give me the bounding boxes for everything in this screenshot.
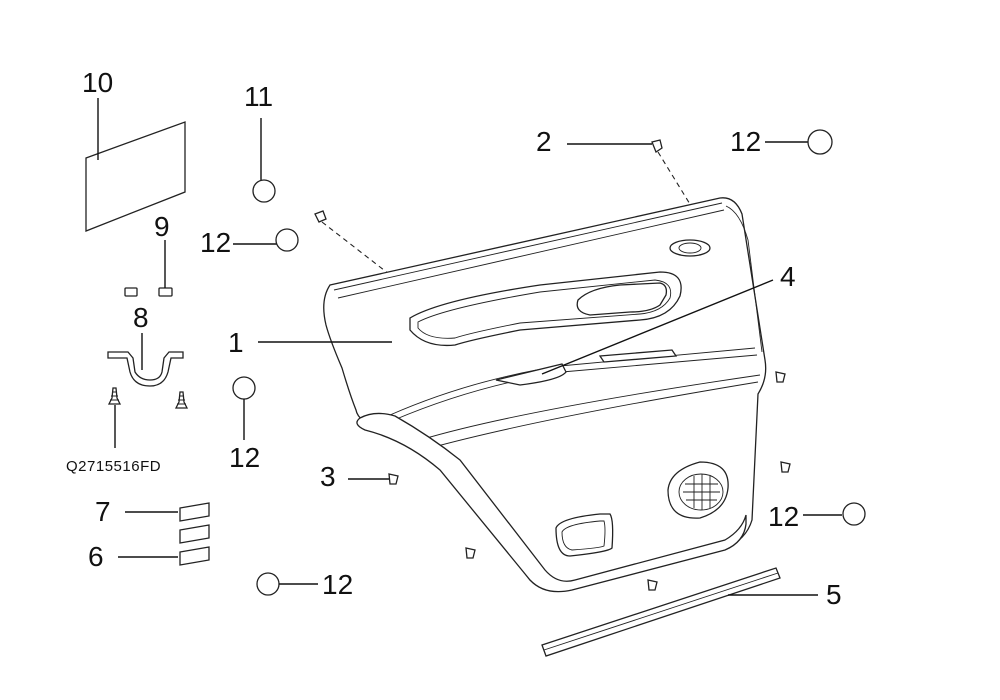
callout-12-right: 12 (768, 501, 799, 532)
part-6-pad (118, 546, 210, 566)
plug-12-d (765, 129, 833, 155)
callout-12-bottom: 12 (322, 569, 353, 600)
plug-12-e (803, 502, 866, 526)
plug-12-a (233, 228, 299, 252)
callout-1: 1 (228, 327, 244, 358)
part-8-bracket (107, 333, 184, 387)
callout-2: 2 (536, 126, 552, 157)
part-5-weatherstrip (541, 567, 818, 657)
part-7-pads (125, 502, 210, 544)
part-code-label: Q2715516FD (66, 458, 161, 475)
callout-6: 6 (88, 541, 104, 572)
callout-9: 9 (154, 211, 170, 242)
plug-11 (252, 118, 276, 203)
part-9-clips (124, 240, 173, 297)
part-3-clips (348, 371, 791, 591)
callout-12-top-right: 12 (730, 126, 761, 157)
part-1-door-trim-panel (258, 197, 774, 593)
plug-12-c (256, 572, 318, 596)
part-10-sheet (85, 98, 186, 232)
screw-left (107, 387, 122, 448)
part-2-clips (314, 139, 713, 299)
callout-5: 5 (826, 579, 842, 610)
callout-10: 10 (82, 67, 113, 98)
callout-12-left-upper: 12 (200, 227, 231, 258)
callout-8: 8 (133, 302, 149, 333)
screw-right (174, 391, 189, 409)
callout-11: 11 (244, 81, 273, 112)
callout-4: 4 (780, 261, 796, 292)
callout-3: 3 (320, 461, 336, 492)
callout-12-left-middle: 12 (229, 442, 260, 473)
plug-12-b (232, 376, 256, 440)
callout-7: 7 (95, 496, 111, 527)
